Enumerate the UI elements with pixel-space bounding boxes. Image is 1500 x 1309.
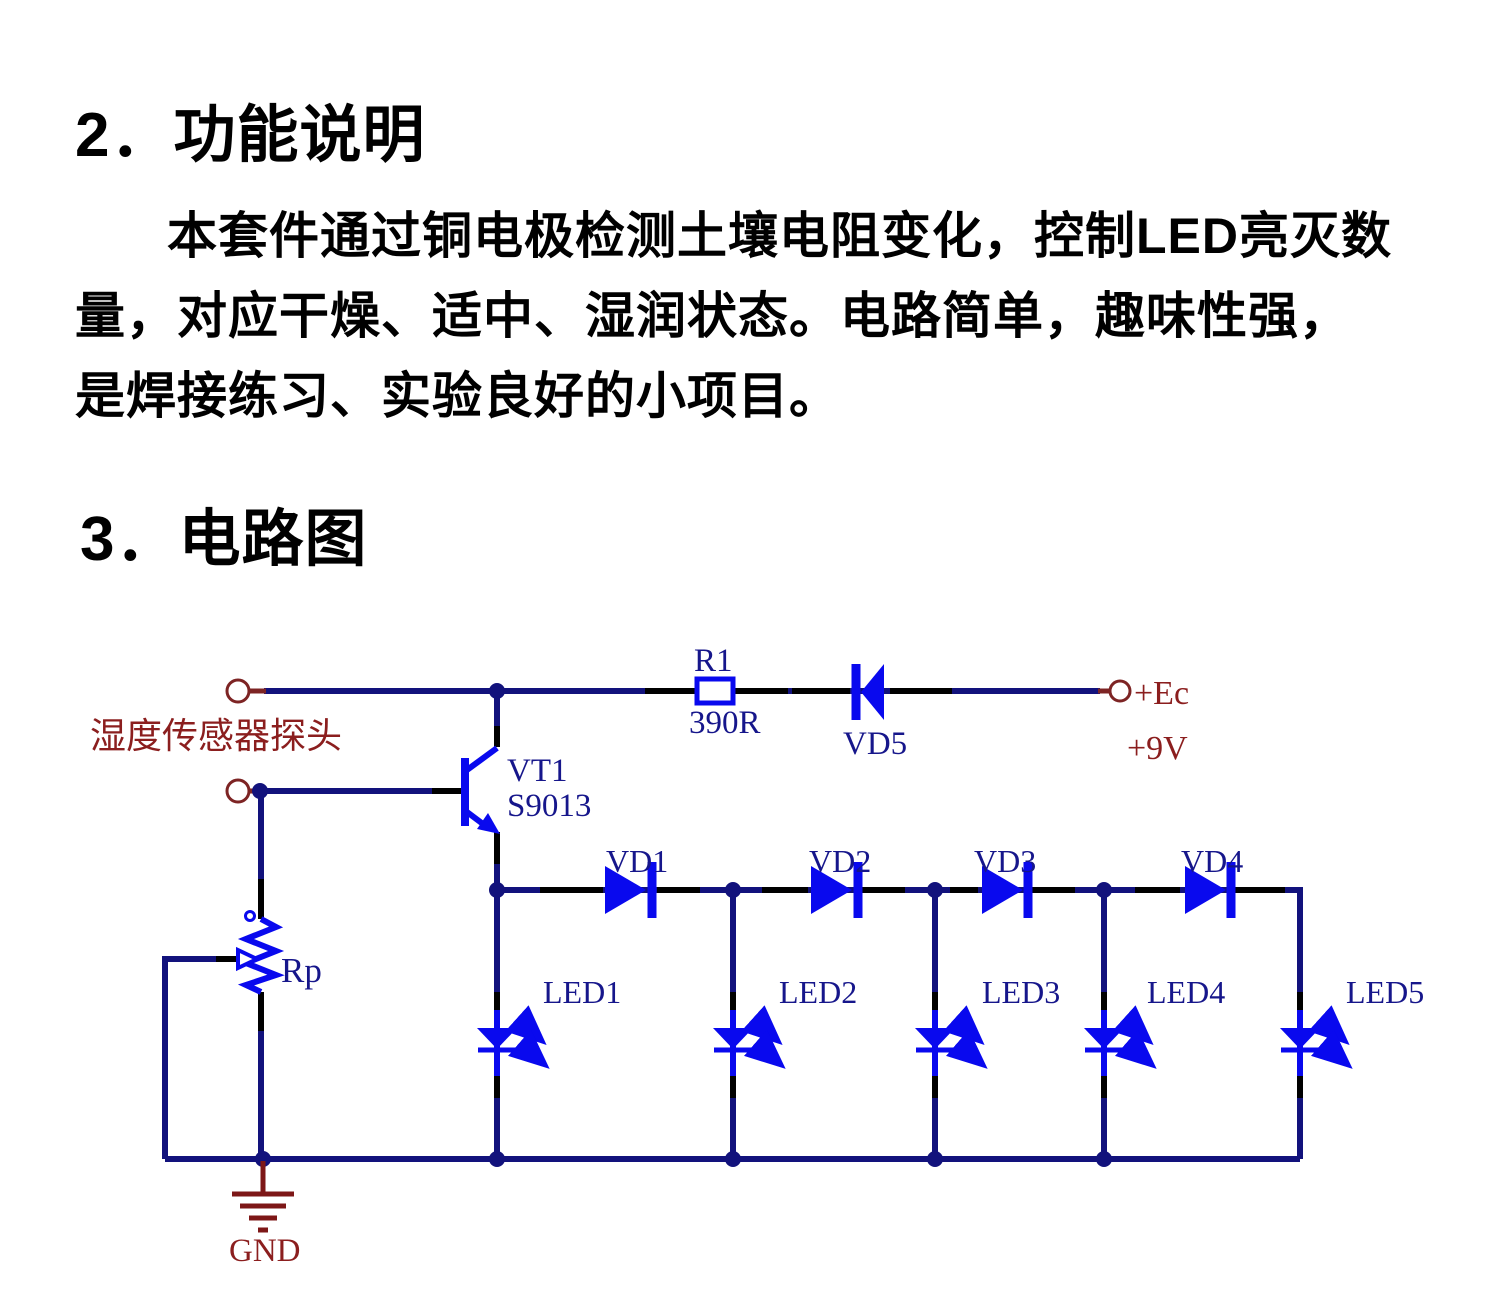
resistor-value-label: 390R xyxy=(689,705,761,741)
diode-vd2-label: VD2 xyxy=(809,843,871,879)
diode-vd2-symbol xyxy=(811,862,863,918)
ground-label: GND xyxy=(229,1233,301,1269)
transistor-symbol xyxy=(461,745,500,834)
led5-symbol xyxy=(1280,1005,1353,1076)
wiper-arrow-icon xyxy=(236,946,262,972)
function-paragraph: 本套件通过铜电极检测土壤电阻变化，控制LED亮灭数 量，对应干燥、适中、湿润状态… xyxy=(75,196,1392,436)
wire-wiper xyxy=(162,956,240,1159)
ground-symbol xyxy=(232,1161,294,1233)
probe-terminal-2 xyxy=(225,778,251,804)
resistor-symbol xyxy=(694,676,736,706)
led5-label: LED5 xyxy=(1346,974,1424,1010)
paragraph-line-3: 是焊接练习、实验良好的小项目。 xyxy=(75,368,840,424)
wire-led-bus xyxy=(497,887,1303,1159)
component-pins xyxy=(216,688,1303,1098)
diode-vd4-label: VD4 xyxy=(1181,843,1243,879)
sensor-probe-label: 湿度传感器探头 xyxy=(90,716,342,756)
led3-symbol xyxy=(915,1005,988,1076)
diode-vd5-label: VD5 xyxy=(843,726,907,762)
diode-vd3-symbol xyxy=(982,862,1033,918)
led2-symbol xyxy=(713,1005,786,1076)
diode-vd5-symbol xyxy=(851,664,884,720)
led3-label: LED3 xyxy=(982,974,1060,1010)
diode-vd1-symbol xyxy=(605,862,657,918)
power-terminal xyxy=(1108,679,1132,703)
junction-dots xyxy=(252,683,1112,1167)
section-heading-function: 2．功能说明 xyxy=(75,101,426,170)
transistor-model-label: S9013 xyxy=(507,788,591,824)
led4-label: LED4 xyxy=(1147,974,1225,1010)
potentiometer-label: Rp xyxy=(281,951,322,990)
section-heading-circuit: 3．电路图 xyxy=(80,505,368,574)
led1-label: LED1 xyxy=(543,974,621,1010)
resistor-ref-label: R1 xyxy=(694,643,733,679)
terminal-stubs xyxy=(249,688,1110,794)
potentiometer-symbol xyxy=(236,910,285,995)
power-rail-label: +Ec xyxy=(1134,675,1189,712)
led4-symbol xyxy=(1084,1005,1157,1076)
led1-symbol xyxy=(477,1005,550,1076)
led2-label: LED2 xyxy=(779,974,857,1010)
paragraph-line-2: 量，对应干燥、适中、湿润状态。电路简单，趣味性强， xyxy=(75,288,1350,344)
power-voltage-label: +9V xyxy=(1127,730,1188,767)
paragraph-line-1: 本套件通过铜电极检测土壤电阻变化，控制LED亮灭数 xyxy=(167,208,1392,264)
probe-terminal-1 xyxy=(225,678,251,704)
diode-vd1-label: VD1 xyxy=(606,843,668,879)
diode-vd4-symbol xyxy=(1185,862,1236,918)
transistor-ref-label: VT1 xyxy=(507,753,568,789)
diode-vd3-label: VD3 xyxy=(974,843,1036,879)
